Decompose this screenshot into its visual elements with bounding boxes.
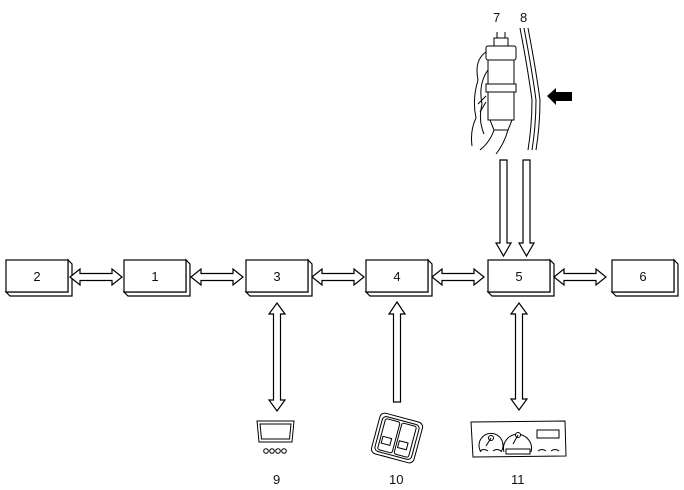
arrow-7-5: [494, 159, 513, 258]
pipe-icon: [519, 27, 541, 151]
box-2: 2: [4, 258, 73, 297]
box-1: 1: [122, 258, 191, 297]
box-3-label: 3: [273, 269, 280, 284]
arrow-5-6: [553, 268, 607, 286]
box-5: 5: [486, 258, 555, 297]
component-label-11: 11: [511, 472, 525, 487]
box-4-face: [365, 259, 429, 293]
flow-direction-arrow-icon: [547, 88, 572, 105]
box-5-face: [487, 259, 551, 293]
arrow-3-4: [311, 268, 365, 286]
component-label-8: 8: [520, 10, 527, 25]
display-monitor-icon: [256, 420, 295, 454]
arrow-5-11: [509, 301, 529, 412]
component-label-10: 10: [389, 472, 403, 487]
box-6-face: [611, 259, 675, 293]
arrow-4-5: [431, 268, 485, 286]
arrow-8-5: [517, 159, 536, 258]
component-label-9: 9: [273, 472, 280, 487]
box-1-label: 1: [151, 269, 158, 284]
box-4: 4: [364, 258, 433, 297]
component-label-7: 7: [493, 10, 500, 25]
box-3-face: [245, 259, 309, 293]
rocker-switch-panel-icon: [370, 412, 424, 464]
arrow-10-4: [387, 300, 407, 403]
box-5-label: 5: [515, 269, 522, 284]
box-1-face: [123, 259, 187, 293]
arrow-1-3: [190, 268, 244, 286]
arrow-2-1: [69, 268, 123, 286]
box-2-label: 2: [33, 269, 40, 284]
instrument-cluster-icon: [470, 420, 567, 458]
box-6: 6: [610, 258, 679, 297]
box-2-face: [5, 259, 69, 293]
box-4-label: 4: [393, 269, 400, 284]
box-6-label: 6: [639, 269, 646, 284]
box-3: 3: [244, 258, 313, 297]
arrow-3-9: [267, 301, 287, 413]
sensor-unit-icon: [471, 32, 517, 155]
